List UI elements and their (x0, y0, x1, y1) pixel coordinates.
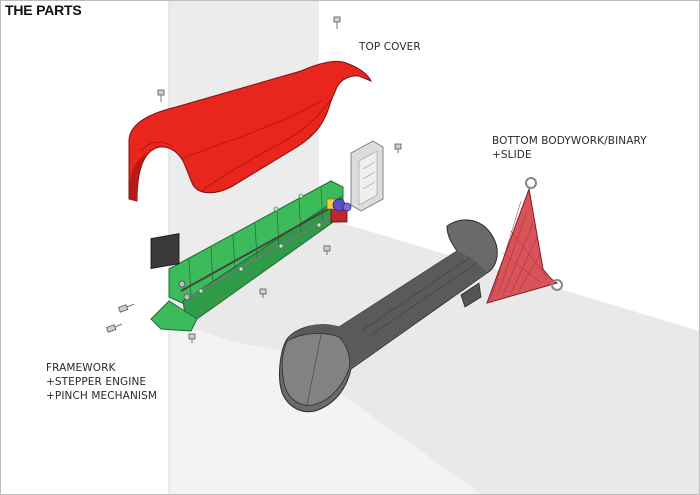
screw-icon (106, 323, 123, 333)
stepper-motor (150, 233, 180, 270)
slide-hook-top (525, 177, 537, 189)
framework-label-line: +PINCH MECHANISM (46, 390, 158, 402)
screw-icon (333, 16, 341, 29)
framework-label-line: +STEPPER ENGINE (46, 376, 147, 388)
bottom-bodywork-part (279, 219, 498, 413)
figure-title: THE PARTS (5, 2, 82, 18)
pinch-mechanism (326, 198, 352, 223)
white-bracket-part (350, 140, 384, 212)
slide-part (486, 177, 563, 304)
screw-icon (157, 89, 165, 102)
framework-label: FRAMEWORK +STEPPER ENGINE +PINCH MECHANI… (46, 361, 157, 403)
screw-icon (118, 303, 135, 313)
bottom-bodywork-label-line: +SLIDE (492, 149, 532, 161)
top-cover-part (128, 60, 373, 202)
screw-icon (394, 143, 402, 153)
bottom-bodywork-label-line: BOTTOM BODYWORK/BINARY (492, 135, 647, 147)
bottom-bodywork-label: BOTTOM BODYWORK/BINARY +SLIDE (492, 134, 647, 162)
screws (106, 16, 402, 343)
screw-icon (259, 288, 267, 298)
screw-icon (323, 245, 331, 255)
framework-label-line: FRAMEWORK (46, 362, 116, 374)
top-cover-label-text: TOP COVER (359, 41, 421, 53)
slide-hook-right (551, 279, 563, 291)
top-cover-label: TOP COVER (359, 40, 421, 54)
screw-icon (188, 333, 196, 343)
framework-part (150, 180, 352, 332)
